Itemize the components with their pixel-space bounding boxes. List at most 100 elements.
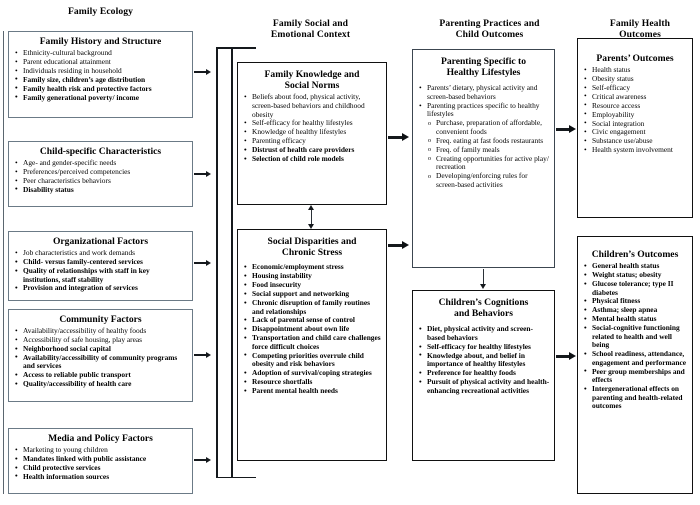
list-item: Developing/enforcing rules for screen-ba… — [418, 171, 550, 189]
box-community-factors: Community Factors Availability/accessibi… — [8, 309, 193, 402]
connector-child-specific-stem — [194, 173, 208, 176]
arrow-child-specific — [206, 170, 211, 177]
list-item: Knowledge about, and belief in importanc… — [418, 351, 550, 369]
box-title: Parenting Specific to Healthy Lifestyles — [440, 56, 527, 79]
list-item: Family size, children’s age distribution — [14, 75, 188, 85]
list-item: Parenting efficacy — [243, 137, 382, 146]
list-item: Purchase, preparation of affordable, con… — [418, 119, 550, 136]
box-title: Child-specific Characteristics — [39, 146, 162, 157]
connector-family-history-stem — [194, 71, 208, 74]
column-header-family-health-outcomes: Family Health Outcomes — [585, 6, 695, 41]
list-item: Pursuit of physical activity and health-… — [418, 377, 550, 395]
list-item: School readiness, attendance, engagement… — [583, 349, 688, 367]
bullet-list: Marketing to young childrenMandates link… — [9, 446, 192, 481]
arrow-parenting-to-cognitions — [480, 284, 486, 289]
bullet-list: Ethnicity-cultural backgroundParent educ… — [9, 49, 192, 102]
list-item: Lack of parental sense of control — [243, 316, 382, 325]
list-item: Adoption of survival/coping strategies — [243, 369, 382, 378]
bullet-list: Economic/employment stressHousing instab… — [238, 263, 386, 395]
list-item: Parenting practices specific to healthy … — [418, 101, 550, 119]
connector-cognitions-to-childrens-outcomes-stem — [556, 355, 572, 358]
list-item: Family generational poverty/ income — [14, 93, 188, 103]
list-item: Housing instability — [243, 272, 382, 281]
list-item: Parent mental health needs — [243, 386, 382, 396]
bullet-list: Age- and gender-specific needsPreference… — [9, 159, 192, 194]
box-title: Family History and Structure — [39, 36, 162, 47]
box-family-history-and-structure: Family History and Structure Ethnicity-c… — [8, 31, 193, 118]
box-organizational-factors: Organizational Factors Job characteristi… — [8, 231, 193, 301]
connector-media-policy-stem — [194, 459, 208, 462]
list-item: Accessibility of safe housing, play area… — [14, 335, 188, 345]
bullet-list: Job characteristics and work demandsChil… — [9, 249, 192, 293]
arrow-organizational — [206, 259, 211, 266]
bracket-col2-top — [216, 47, 256, 49]
box-social-disparities-and-chronic-stress: Social Disparities and Chronic Stress Ec… — [237, 229, 387, 461]
list-item: Distrust of health care providers — [243, 146, 382, 155]
connector-community-stem — [194, 354, 208, 357]
list-item: Parents’ dietary, physical activity and … — [418, 84, 550, 101]
list-item: Quality/accessibility of health care — [14, 380, 188, 389]
list-item: Resource shortfalls — [243, 377, 382, 387]
list-item: Ethnicity-cultural background — [14, 49, 188, 58]
arrow-family-history — [206, 68, 211, 75]
list-item: Self-efficacy for healthy lifestyles — [243, 119, 382, 128]
list-item: Social-cognitive functioning related to … — [583, 323, 688, 350]
column-header-text: Family Health Outcomes — [609, 17, 671, 41]
list-item: Disability status — [14, 185, 188, 195]
column-header-text: Family Social and Emotional Context — [270, 17, 351, 41]
box-title: Children’s Outcomes — [591, 249, 679, 260]
box-parenting-specific-to-healthy-lifestyles: Parenting Specific to Healthy Lifestyles… — [412, 49, 555, 268]
bracket-col2-inner-left — [231, 47, 233, 478]
collector-left-rail — [2, 31, 4, 494]
arrow-down-disparities — [308, 224, 314, 229]
column-header-family-social-emotional-context: Family Social and Emotional Context — [238, 6, 383, 41]
list-item: Peer characteristics behaviors — [14, 176, 188, 186]
box-title: Organizational Factors — [52, 236, 149, 247]
list-item: Weight status; obesity — [583, 270, 688, 280]
list-item: Freq. of family meals — [418, 145, 550, 154]
column-header-text: Family Ecology — [67, 6, 134, 17]
bullet-list: Diet, physical activity and screen-based… — [413, 325, 554, 395]
list-item: Health system involvement — [583, 146, 688, 155]
column-header-text: Parenting Practices and Child Outcomes — [439, 17, 540, 41]
list-item: Job characteristics and work demands — [14, 249, 188, 258]
list-item: Obesity status — [583, 74, 688, 84]
box-childrens-outcomes: Children’s Outcomes General health statu… — [577, 236, 693, 494]
list-item: Competing priorities overrule child obes… — [243, 351, 382, 369]
list-item: Knowledge of healthy lifestyles — [243, 128, 382, 137]
list-item: Mandates linked with public assistance — [14, 454, 188, 464]
list-item: Employability — [583, 110, 688, 120]
box-title: Children’s Cognitions and Behaviors — [438, 297, 529, 320]
box-title: Social Disparities and Chronic Stress — [267, 236, 357, 259]
list-item: General health status — [583, 262, 688, 271]
list-item: Family health risk and protective factor… — [14, 84, 188, 94]
list-item: Chronic disruption of family routines an… — [243, 298, 382, 316]
list-item: Physical fitness — [583, 297, 688, 306]
list-item: Quality of relationships with staff in k… — [14, 266, 188, 284]
connector-disparities-to-parenting-stem — [388, 244, 404, 247]
box-title: Media and Policy Factors — [48, 433, 153, 444]
arrow-knowledge-to-parenting — [402, 132, 409, 141]
list-item: Critical awareness — [583, 92, 688, 102]
column-header-parenting-practices-child-outcomes: Parenting Practices and Child Outcomes — [412, 6, 567, 41]
column-header-family-ecology: Family Ecology — [18, 6, 183, 18]
arrow-community — [206, 351, 211, 358]
list-item: Preference for healthy foods — [418, 369, 550, 378]
bullet-list: Parents’ dietary, physical activity and … — [413, 84, 554, 189]
list-item: Transportation and child care challenges… — [243, 333, 382, 351]
list-item: Resource access — [583, 101, 688, 111]
list-item: Asthma; sleep apnea — [583, 306, 688, 315]
list-item: Parent educational attainment — [14, 57, 188, 67]
box-parents-outcomes: Parents’ Outcomes Health statusObesity s… — [577, 38, 693, 218]
list-item: Intergenerational effects on parenting a… — [583, 384, 688, 411]
list-item: Availability/accessibility of healthy fo… — [14, 327, 188, 336]
list-item: Economic/employment stress — [243, 263, 382, 272]
list-item: Beliefs about food, physical activity, s… — [243, 93, 382, 119]
list-item: Mental health status — [583, 315, 688, 324]
list-item: Self-efficacy — [583, 83, 688, 93]
connector-parenting-to-cognitions — [483, 269, 485, 286]
list-item: Health status — [583, 66, 688, 75]
list-item: Creating opportunities for active play/ … — [418, 154, 550, 172]
connector-organizational-stem — [194, 262, 208, 265]
